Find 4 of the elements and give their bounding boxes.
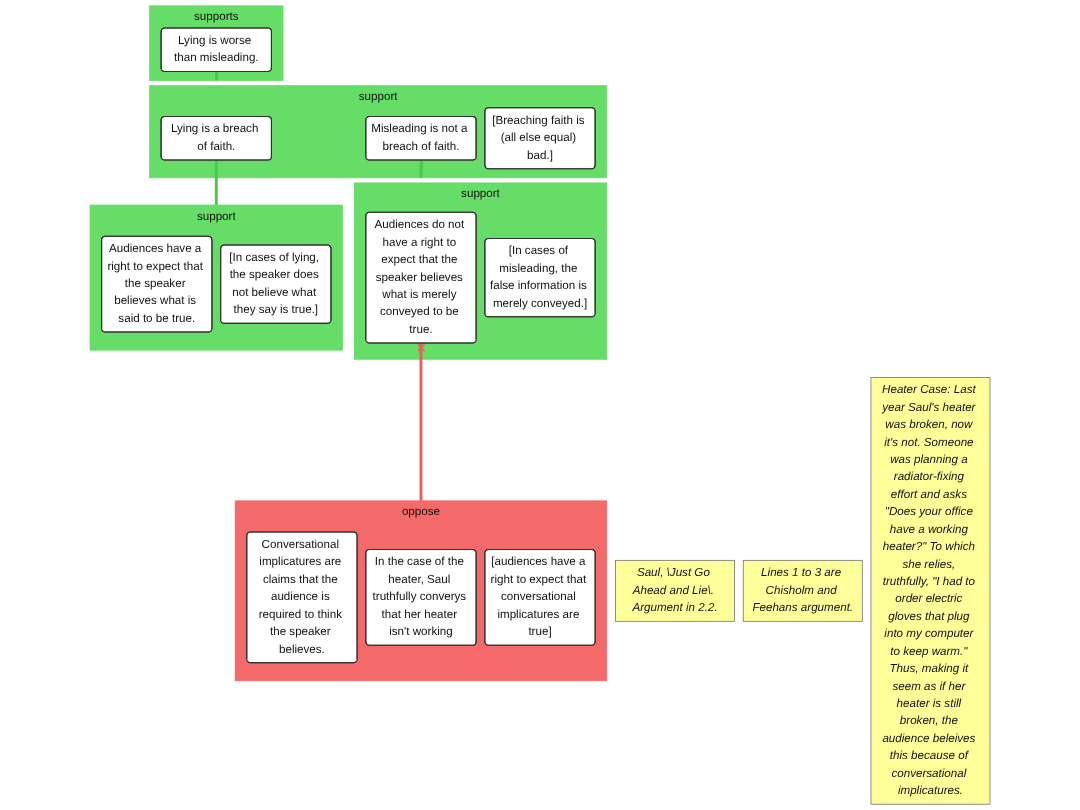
connector	[214, 160, 218, 206]
connector	[417, 342, 426, 501]
connector	[214, 71, 219, 81]
connector	[419, 160, 423, 178]
